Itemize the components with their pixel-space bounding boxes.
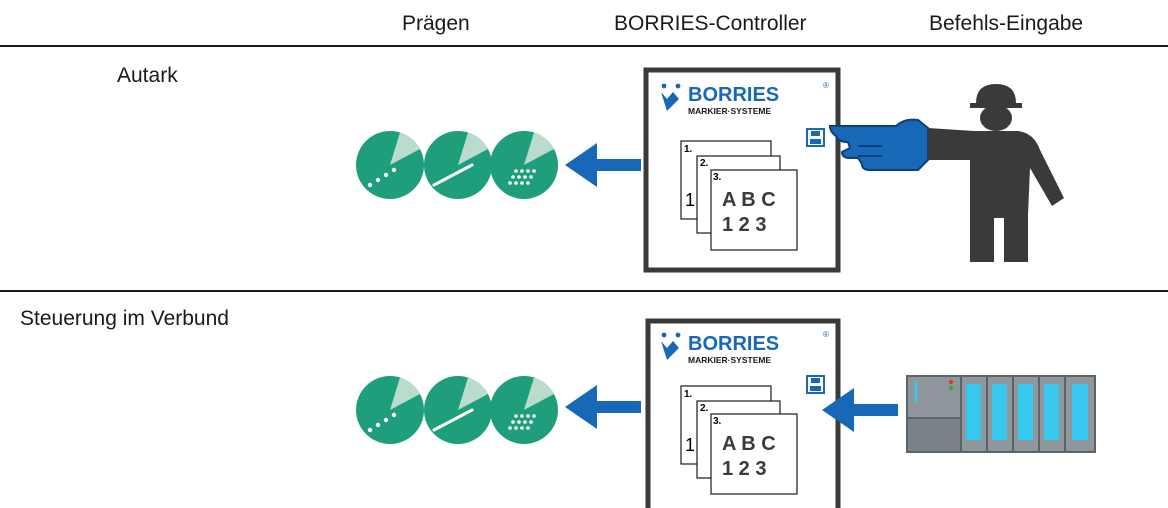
program-number-2: 2.: [700, 158, 709, 169]
brand-subtitle: MARKIER·SYSTEME: [688, 355, 771, 365]
header-controller: BORRIES-Controller: [614, 12, 807, 35]
borries-logo-icon: [661, 332, 681, 360]
header-rule: [0, 45, 1168, 47]
save-disk-icon: [806, 375, 825, 394]
registered-mark: ®: [823, 330, 829, 339]
operator-pointing-icon: [828, 84, 1064, 262]
row-label-verbund: Steuerung im Verbund: [20, 307, 229, 330]
stamped-disc-matrix: [490, 376, 558, 444]
sheet-left-char: 1: [685, 435, 695, 455]
stamped-disc-dots: [356, 376, 424, 444]
program-number-1: 1.: [684, 144, 693, 155]
header-stamping: Prägen: [402, 12, 470, 35]
brand-name: BORRIES: [688, 84, 779, 106]
sheet-left-char: 1: [685, 190, 695, 210]
row-divider: [0, 290, 1168, 292]
brand-name: BORRIES: [688, 333, 779, 355]
arrow-to-discs-row2: [565, 385, 641, 429]
program-number-2: 2.: [700, 403, 709, 414]
brand-subtitle: MARKIER·SYSTEME: [688, 106, 771, 116]
plc-rack-icon: [906, 375, 1096, 453]
header-command-input: Befehls-Eingabe: [929, 12, 1084, 35]
program-number-3: 3.: [713, 416, 722, 427]
controller-box-row1: BORRIES ® MARKIER·SYSTEME 1. 1 2. 3. A B…: [643, 67, 841, 273]
stamped-disc-matrix: [490, 131, 558, 199]
program-number-3: 3.: [713, 172, 722, 183]
save-disk-icon: [806, 128, 825, 147]
sheet-letters: A B C: [722, 433, 776, 455]
row-label-autark: Autark: [117, 64, 178, 87]
stamped-disc-dots: [356, 131, 424, 199]
borries-logo-icon: [661, 83, 681, 111]
controller-box-row2: BORRIES ® MARKIER·SYSTEME 1. 1 2. 3. A B…: [645, 318, 841, 508]
registered-mark: ®: [823, 81, 829, 90]
arrow-to-discs-row1: [565, 143, 641, 187]
sheet-letters: A B C: [722, 189, 776, 211]
sheet-digits: 1 2 3: [722, 214, 766, 236]
stamped-disc-line: [424, 376, 492, 444]
stamped-disc-line: [424, 131, 492, 199]
program-number-1: 1.: [684, 389, 693, 400]
sheet-digits: 1 2 3: [722, 458, 766, 480]
